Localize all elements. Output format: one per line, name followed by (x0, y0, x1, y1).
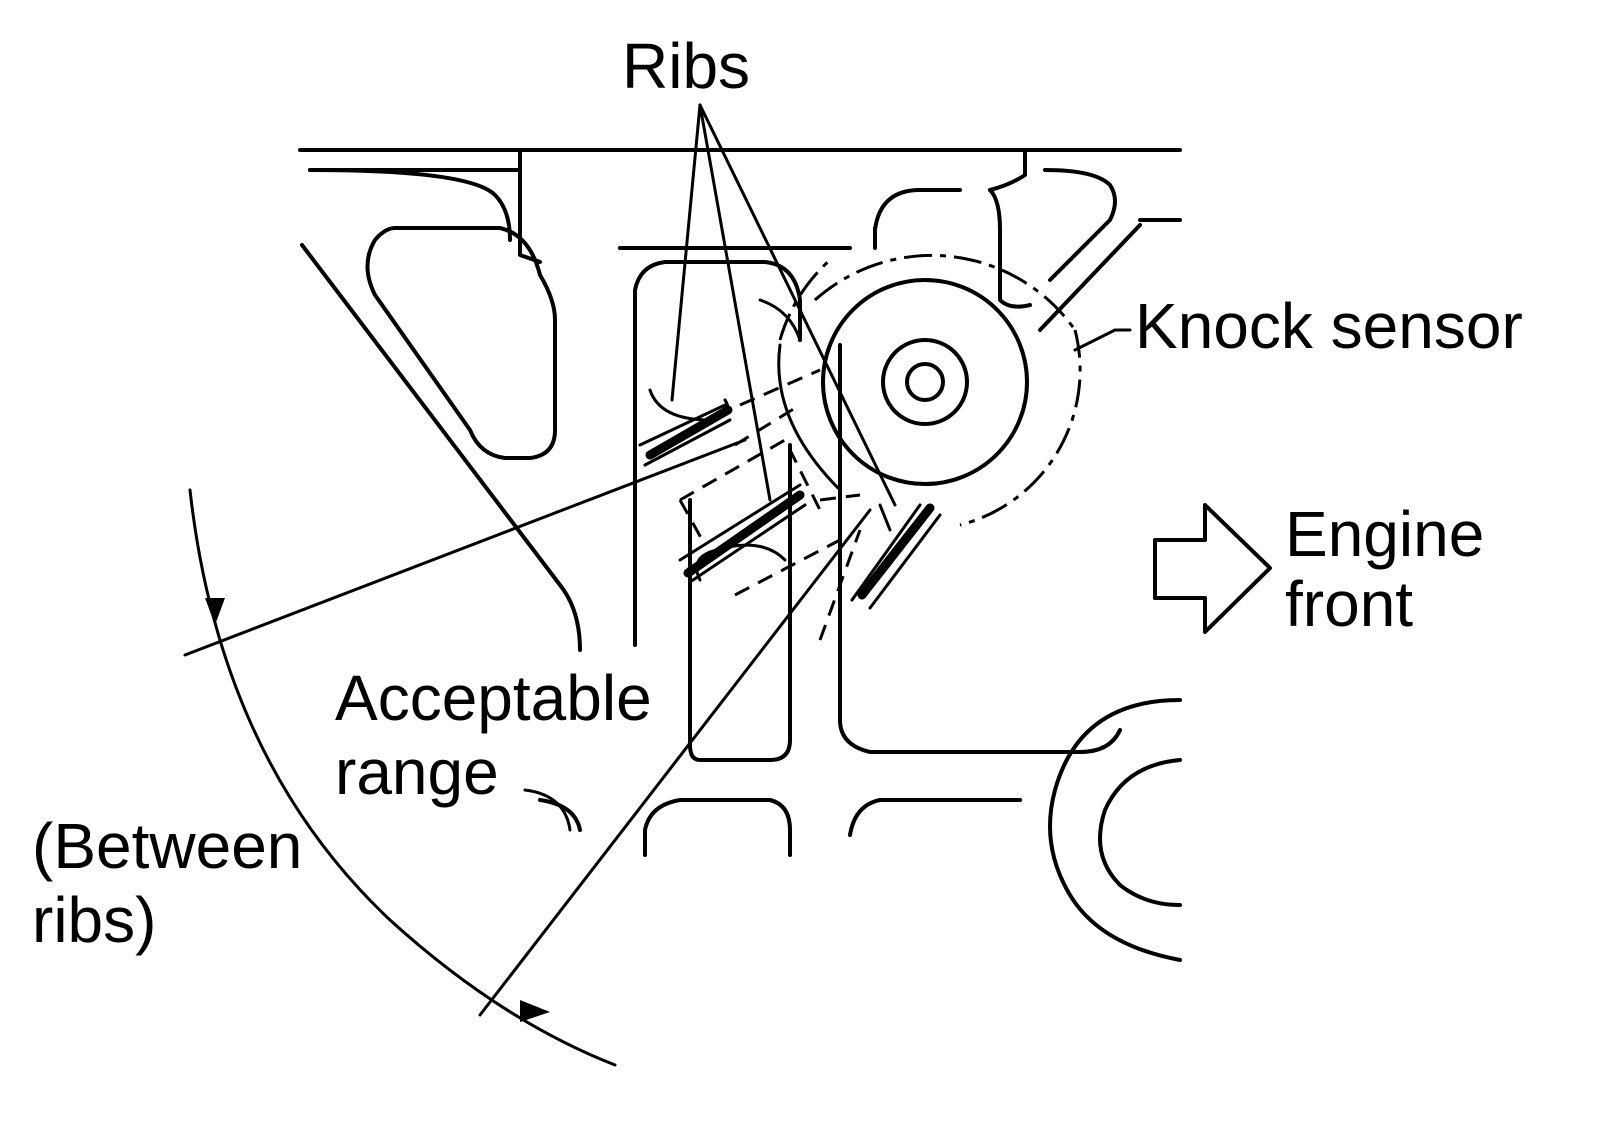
between-ribs-label-line1: (Between (32, 810, 303, 882)
between-ribs-label-line2: ribs) (32, 884, 157, 956)
engine-front-label-line1: Engine (1285, 498, 1485, 570)
acceptable-range-label-line2: range (335, 736, 499, 808)
knock-sensor (758, 253, 1082, 527)
engine-front-arrow-icon (1153, 503, 1272, 634)
ribs-label: Ribs (622, 30, 751, 102)
ribs-leader (670, 103, 897, 507)
acceptable-range-label-line1: Acceptable (335, 662, 652, 734)
engine-front-label-line2: front (1285, 568, 1414, 640)
ribs (638, 388, 942, 610)
knock-sensor-leader (1073, 328, 1132, 352)
acceptable-range-leader (523, 788, 572, 832)
acceptable-range-angle (183, 438, 872, 1067)
engine-block-outline (298, 148, 1182, 962)
knock-sensor-label: Knock sensor (1135, 290, 1523, 362)
